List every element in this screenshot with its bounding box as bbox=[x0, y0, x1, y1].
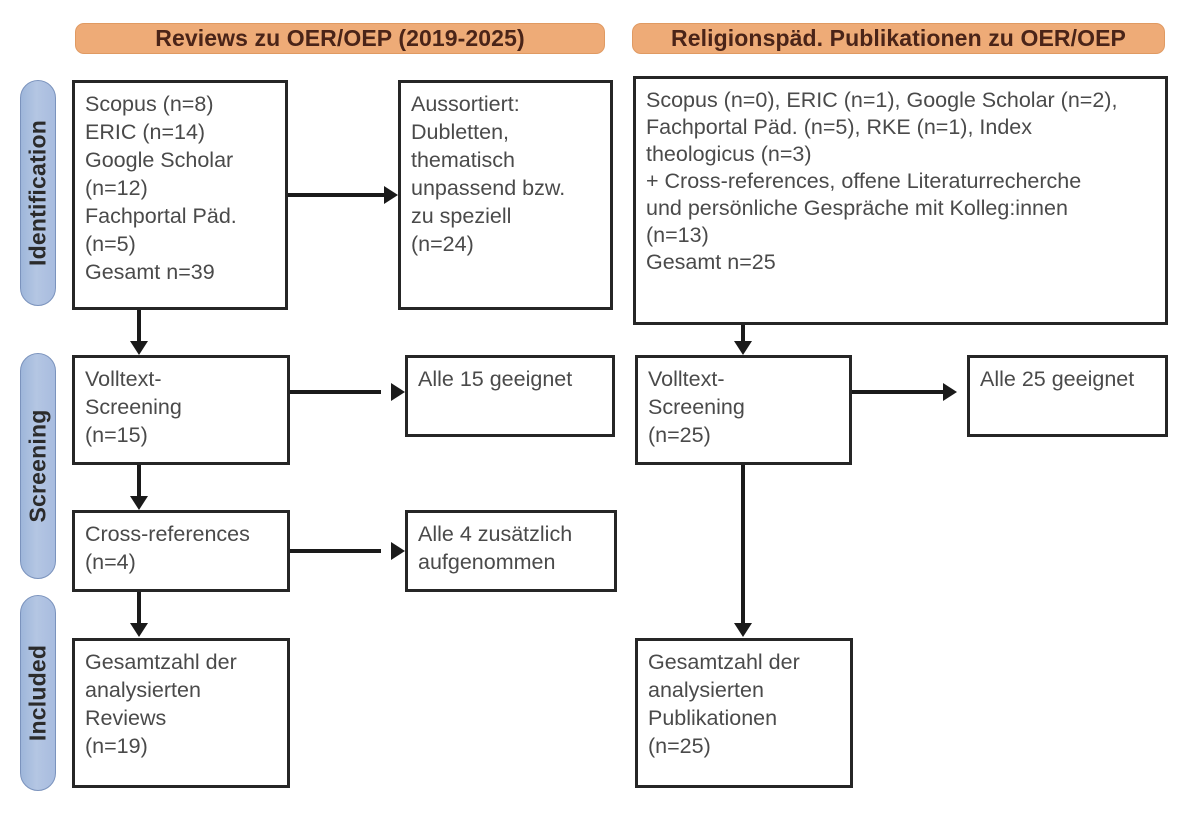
box-right-fulltext-screening: Volltext- Screening (n=25) bbox=[635, 355, 852, 465]
box-left-identification-sources: Scopus (n=8) ERIC (n=14) Google Scholar … bbox=[72, 80, 288, 310]
box-left-fulltext-screening: Volltext- Screening (n=15) bbox=[72, 355, 290, 465]
stage-pill-included: Included bbox=[20, 595, 56, 791]
box-left-included: Gesamtzahl der analysierten Reviews (n=1… bbox=[72, 638, 290, 788]
arrowhead-left-crossrefs-to-included bbox=[130, 623, 148, 637]
box-left-fulltext-result: Alle 15 geeignet bbox=[405, 355, 615, 437]
arrowhead-left-sources-to-fulltext bbox=[130, 341, 148, 355]
column-header-reviews: Reviews zu OER/OEP (2019-2025) bbox=[75, 23, 605, 54]
connector-left-fulltext-to-result bbox=[290, 390, 381, 394]
arrowhead-left-crossrefs-to-result bbox=[391, 542, 405, 560]
column-header-religionspaed-label: Religionspäd. Publikationen zu OER/OEP bbox=[671, 25, 1126, 51]
connector-right-fulltext-to-result bbox=[852, 390, 943, 394]
arrowhead-left-fulltext-to-result bbox=[391, 383, 405, 401]
arrowhead-left-sources-to-excluded bbox=[384, 186, 398, 204]
connector-left-fulltext-to-crossrefs bbox=[137, 465, 141, 497]
column-header-religionspaed: Religionspäd. Publikationen zu OER/OEP bbox=[632, 23, 1165, 54]
column-header-reviews-label: Reviews zu OER/OEP (2019-2025) bbox=[155, 25, 525, 51]
stage-label-identification: Identification bbox=[24, 120, 51, 266]
box-left-excluded: Aussortiert: Dubletten, thematisch unpas… bbox=[398, 80, 613, 310]
connector-right-fulltext-to-included bbox=[741, 465, 745, 624]
arrowhead-right-fulltext-to-result bbox=[943, 383, 957, 401]
box-left-crossrefs: Cross-references (n=4) bbox=[72, 510, 290, 592]
stage-label-screening: Screening bbox=[24, 409, 51, 523]
connector-left-sources-to-fulltext bbox=[137, 310, 141, 342]
box-right-fulltext-result: Alle 25 geeignet bbox=[967, 355, 1168, 437]
stage-label-included: Included bbox=[24, 644, 51, 742]
box-right-included: Gesamtzahl der analysierten Publikatione… bbox=[635, 638, 853, 788]
stage-pill-screening: Screening bbox=[20, 353, 56, 579]
stage-pill-identification: Identification bbox=[20, 80, 56, 306]
connector-left-crossrefs-to-included bbox=[137, 592, 141, 624]
arrowhead-right-sources-to-fulltext bbox=[734, 341, 752, 355]
box-left-crossrefs-result: Alle 4 zusätzlich aufgenommen bbox=[405, 510, 617, 592]
arrowhead-right-fulltext-to-included bbox=[734, 623, 752, 637]
connector-right-sources-to-fulltext bbox=[741, 325, 745, 342]
connector-left-crossrefs-to-result bbox=[290, 549, 381, 553]
connector-left-sources-to-excluded bbox=[288, 193, 384, 197]
box-right-identification-sources: Scopus (n=0), ERIC (n=1), Google Scholar… bbox=[633, 76, 1168, 325]
arrowhead-left-fulltext-to-crossrefs bbox=[130, 496, 148, 510]
